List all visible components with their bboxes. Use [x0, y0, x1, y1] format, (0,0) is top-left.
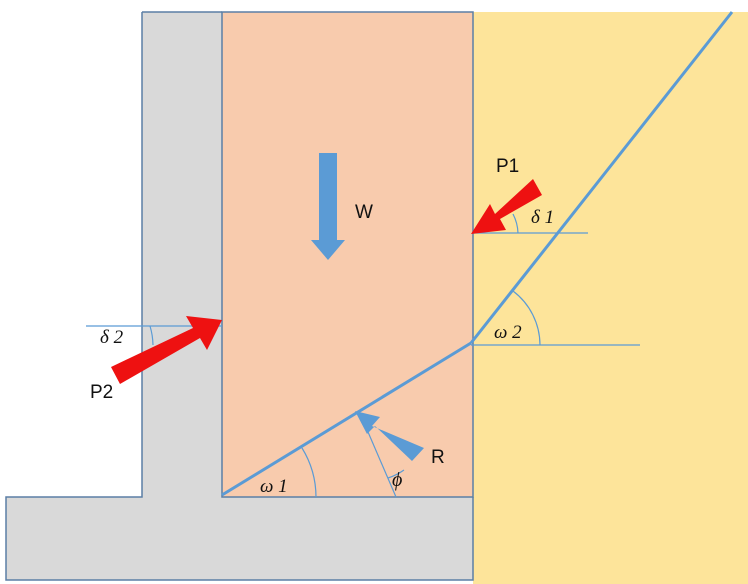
label-omega2: ω 2: [494, 322, 522, 343]
weight-arrow: [311, 153, 345, 260]
label-phi: ϕ: [392, 469, 402, 491]
p1-arrow: [471, 179, 542, 234]
label-r: R: [431, 447, 445, 468]
delta2-arc: [149, 325, 154, 346]
label-p2: P2: [90, 382, 113, 403]
retaining-wall: [6, 12, 473, 580]
wall-outline: [5, 11, 474, 581]
label-delta2: δ 2: [100, 327, 124, 348]
label-p1: P1: [496, 156, 519, 177]
delta1-arc: [512, 213, 519, 234]
slip-line-lower: [221, 341, 472, 497]
soil-wedge-outline: [221, 11, 474, 498]
label-omega1: ω 1: [260, 476, 288, 497]
soil-wedge: [222, 12, 473, 497]
label-delta1: δ 1: [531, 207, 554, 228]
phi-arc: [387, 469, 405, 479]
p2-arrow: [111, 316, 222, 384]
omega1-arc: [301, 447, 317, 498]
slip-line-upper: [469, 11, 734, 344]
r-arrow: [355, 411, 424, 461]
omega2-arc: [512, 290, 541, 346]
soil-region: [473, 12, 748, 584]
label-w: W: [355, 202, 373, 223]
